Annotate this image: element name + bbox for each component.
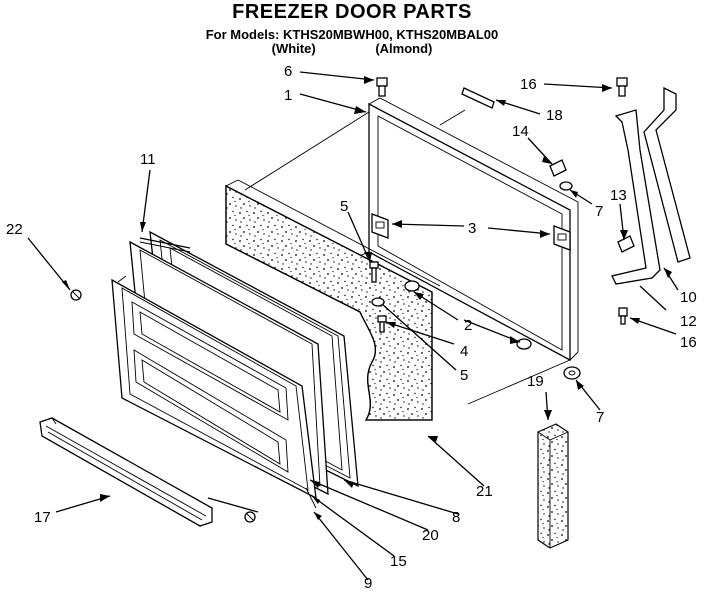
callout-22: 22 [6, 221, 23, 238]
screw-22 [70, 289, 82, 301]
callout-13: 13 [610, 187, 627, 204]
label-strip [461, 87, 495, 109]
callout-17: 17 [34, 509, 51, 526]
page-title: FREEZER DOOR PARTS [232, 1, 472, 23]
hinge-plate-3-right [553, 225, 571, 251]
callout-2: 2 [464, 317, 472, 334]
callout-6: 6 [284, 63, 292, 80]
bushing-7-bottom [563, 366, 581, 380]
screw-4 [377, 315, 387, 333]
callout-7-bottom: 7 [596, 409, 604, 426]
variant-line: (White) (Almond) [0, 41, 704, 56]
screw-5 [369, 261, 379, 283]
variant-white: (White) [271, 41, 316, 56]
screw-9 [244, 511, 256, 523]
callout-10: 10 [680, 289, 697, 306]
gasket-strip-edge [139, 241, 191, 253]
hinge-plate-3-left [371, 213, 389, 239]
callout-18: 18 [546, 107, 563, 124]
foam-block [537, 423, 569, 549]
hinge-bracket [611, 109, 661, 285]
foam-insulation [225, 179, 441, 421]
door-handle [39, 417, 213, 527]
callout-20: 20 [422, 527, 439, 544]
callout-numbers: 1 2 3 4 5 5 6 7 7 8 9 10 11 12 13 14 15 … [6, 63, 697, 592]
hinge-pin-15 [305, 487, 317, 509]
callout-16-top: 16 [520, 76, 537, 93]
liner-frame [244, 97, 579, 405]
callout-3: 3 [468, 220, 476, 237]
callout-19: 19 [527, 373, 544, 390]
callout-12: 12 [680, 313, 697, 330]
gasket-strip [139, 237, 191, 249]
bushing-7-top [559, 181, 573, 191]
callout-5-bottom: 5 [460, 367, 468, 384]
callout-5-top: 5 [340, 198, 348, 215]
callout-1: 1 [284, 87, 292, 104]
door-stop-bracket [643, 86, 691, 263]
plug-2-c [371, 297, 385, 307]
screw-16-bottom [618, 307, 628, 325]
clip-13 [617, 235, 635, 253]
variant-almond: (Almond) [375, 41, 433, 56]
clip-14 [549, 159, 567, 177]
callout-16-bottom: 16 [680, 334, 697, 351]
screw-6 [376, 77, 388, 97]
arrowheads [62, 76, 672, 520]
callout-11: 11 [140, 151, 156, 168]
plug-2-a [404, 280, 420, 292]
plug-2-b [516, 338, 532, 350]
models-line: For Models: KTHS20MBWH00, KTHS20MBAL00 [205, 27, 499, 42]
callout-15: 15 [390, 553, 407, 570]
callout-8: 8 [452, 509, 460, 526]
callout-7-top: 7 [595, 203, 603, 220]
callout-4: 4 [460, 343, 468, 360]
callout-9: 9 [364, 575, 372, 592]
screw-16-top [616, 77, 628, 97]
callout-14: 14 [512, 123, 529, 140]
callout-21: 21 [476, 483, 493, 500]
